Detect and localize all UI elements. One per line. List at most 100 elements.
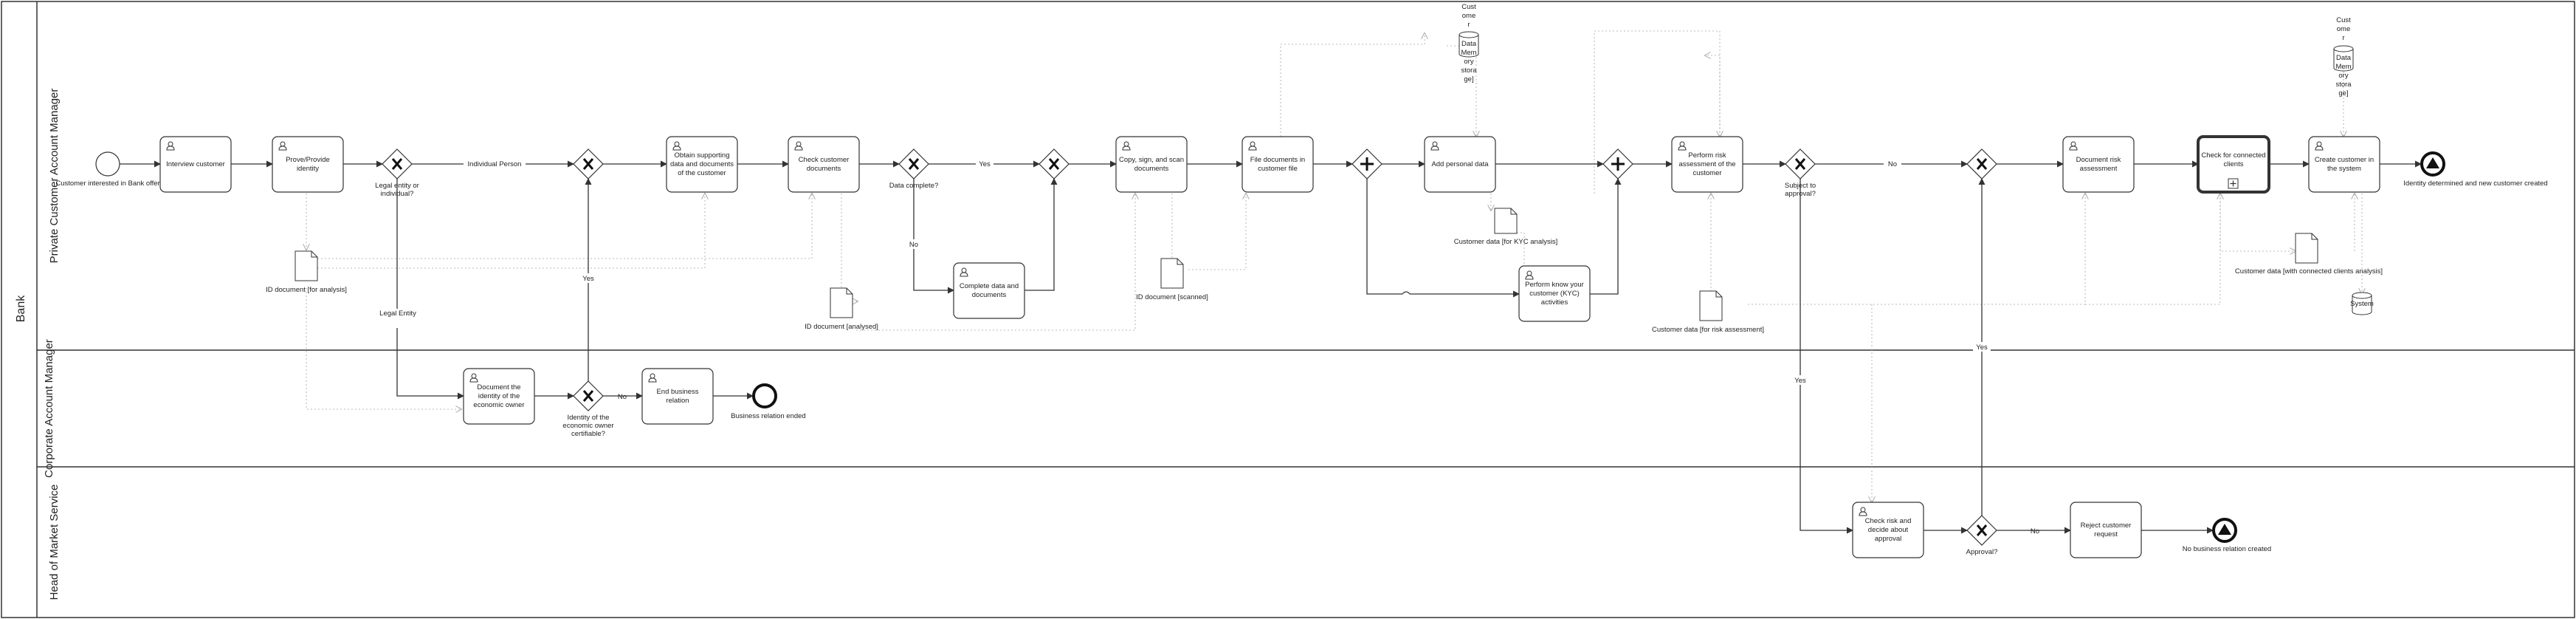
gateway-complete[interactable]: Data complete? [889, 148, 939, 190]
end-event-nobiz-label: No business relation created [2183, 545, 2271, 553]
doc-kyc[interactable]: Customer data [for KYC analysis] [1454, 208, 1557, 246]
label-individual: Individual Person [468, 160, 522, 168]
doc-connected[interactable]: Customer data [with connected clients an… [2235, 233, 2383, 276]
start-event[interactable]: Customer interested in Bank offer [55, 151, 160, 188]
end-event-nobiz-signal-icon [2218, 524, 2231, 535]
end-event-relation-label: Business relation ended [731, 412, 805, 420]
end-event-relation-ended[interactable]: Business relation ended [731, 383, 806, 420]
doc-id-analysis[interactable]: ID document [for analysis] [266, 250, 347, 294]
doc-risk[interactable]: Customer data [for risk assessment] [1652, 290, 1764, 334]
label-yes-approved: Yes [1976, 343, 1988, 352]
task-interview-label: Interview customer [166, 160, 225, 168]
store-system[interactable]: System [2350, 292, 2374, 315]
exclusive-x-icon [1794, 158, 1806, 170]
doc-connected-label: Customer data [with connected clients an… [2235, 267, 2383, 276]
lane-title-cam: Corporate Account Manager [43, 339, 55, 478]
gateway-merge-1[interactable] [573, 148, 604, 179]
doc-id-analysed[interactable]: ID document [analysed] [805, 287, 878, 331]
label-no-complete: No [909, 241, 918, 249]
gateway-complete-label: Data complete? [889, 182, 939, 190]
doc-id-scanned-label: ID document [scanned] [1136, 293, 1208, 301]
label-yes-approval: Yes [1794, 377, 1806, 385]
database-icon [2352, 295, 2372, 315]
task-interview[interactable]: Interview customer [159, 136, 232, 193]
document-icon [830, 287, 853, 318]
task-addpersonal[interactable]: Add personal data [1424, 136, 1496, 193]
exclusive-x-icon [1048, 158, 1060, 170]
events: Customer interested in Bank offer Identi… [55, 151, 2548, 553]
doc-id-scanned[interactable]: ID document [scanned] [1136, 258, 1208, 301]
database-icon [2333, 49, 2354, 72]
gateway-merge-2[interactable] [1039, 148, 1070, 179]
exclusive-x-icon [908, 158, 920, 170]
label-no-economic: No [618, 393, 627, 401]
label-no-approved: No [2031, 527, 2039, 536]
doc-risk-label: Customer data [for risk assessment] [1652, 326, 1764, 334]
gateway-parallel-join[interactable] [1602, 148, 1633, 179]
data-objects: ID document [for analysis] ID document [… [266, 208, 2383, 334]
exclusive-x-icon [391, 158, 403, 170]
associations [306, 30, 2362, 502]
document-icon [1160, 258, 1184, 289]
lane-title-hms: Head of Market Service [48, 485, 61, 601]
sequence-flows [120, 160, 2422, 534]
gateway-merge-3[interactable] [1966, 148, 1997, 179]
gateway-parallel-split[interactable] [1351, 148, 1382, 179]
exclusive-x-icon [582, 158, 594, 170]
doc-kyc-label: Customer data [for KYC analysis] [1454, 238, 1557, 246]
doc-id-analysis-label: ID document [for analysis] [266, 286, 347, 294]
document-icon [295, 250, 318, 281]
lane-title-pcam: Private Customer Account Manager [48, 89, 61, 264]
end-event-signal-icon [2426, 157, 2439, 168]
label-legal-line: Legal Entity [379, 310, 416, 318]
end-event-new-customer[interactable]: Identity determined and new customer cre… [2403, 151, 2548, 188]
label-yes-complete: Yes [979, 160, 991, 168]
end-event-no-business[interactable]: No business relation created [2183, 518, 2271, 553]
label-no-approval: No [1888, 160, 1897, 168]
document-icon [1494, 208, 1518, 234]
gateway-approved[interactable]: Approval? [1966, 515, 1998, 556]
